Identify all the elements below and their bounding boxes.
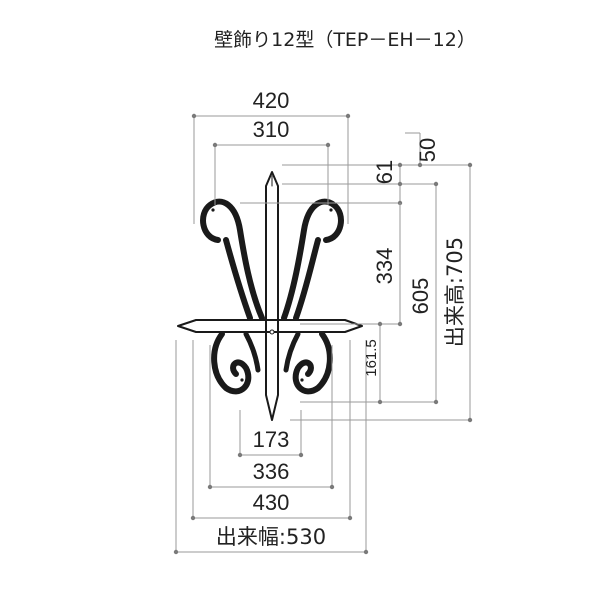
- top-dimensions: 420 310: [191, 88, 351, 224]
- dim-overall-width: 出来幅:530: [216, 525, 326, 549]
- horizontal-arrow-bar: [177, 319, 363, 333]
- rivet: [240, 378, 244, 382]
- drawing-title: 壁飾り12型（TEP－EH－12）: [214, 29, 476, 51]
- lower-left-scroll: [211, 331, 252, 395]
- lower-right-scroll-stem: [283, 331, 301, 373]
- dim-lower-height: 161.5: [363, 339, 380, 377]
- right-dimensions: 50 61 334 161.5 605 出来高:705: [240, 132, 473, 423]
- rivet: [300, 378, 304, 382]
- dim-bottom-scroll-width: 336: [253, 459, 290, 484]
- ironwork-ornament: [177, 171, 363, 421]
- bottom-dimensions: 173 336 430 出来幅:530: [173, 340, 369, 555]
- upper-left-scroll: [200, 198, 265, 321]
- lower-left-scroll-stem: [243, 331, 261, 373]
- dim-spike-offset: 61: [372, 160, 397, 184]
- dim-upper-height: 334: [372, 248, 397, 285]
- dim-top-inner-width: 310: [253, 117, 290, 142]
- dim-body-height: 605: [408, 278, 433, 315]
- dim-bottom-tip-width: 173: [253, 427, 290, 452]
- dim-bottom-arm-width: 430: [253, 490, 290, 515]
- central-spear: [265, 171, 279, 421]
- dim-overall-height: 出来高:705: [443, 237, 467, 347]
- rivet: [269, 329, 275, 335]
- dim-top-offset: 50: [415, 138, 440, 162]
- rivet: [329, 208, 333, 212]
- lower-right-scroll: [292, 331, 333, 395]
- dim-top-overall-width: 420: [253, 88, 290, 113]
- rivet: [211, 208, 215, 212]
- upper-right-scroll: [281, 198, 344, 321]
- upper-left-scroll-inner: [223, 237, 253, 321]
- upper-right-scroll-inner: [293, 237, 321, 321]
